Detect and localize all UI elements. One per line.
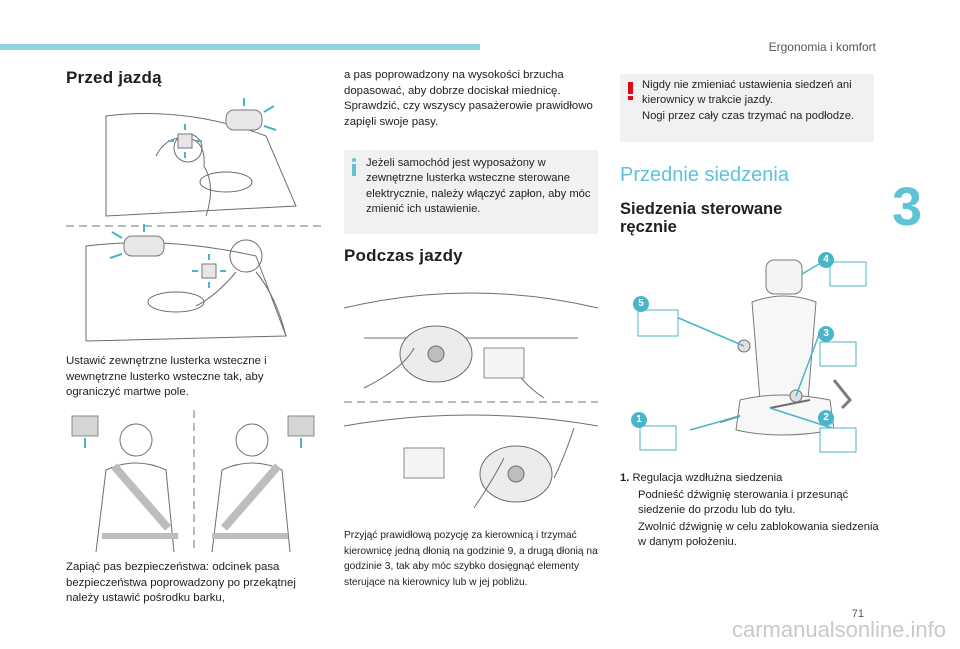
bullet-1-text: Podnieść dźwignię sterowania i przesunąć… bbox=[638, 489, 849, 517]
badge-2: 2 bbox=[818, 410, 834, 426]
regulation-number: 1. bbox=[620, 472, 630, 484]
seatbelt-caption: Zapiąć pas bezpieczeństwa: odcinek pasa … bbox=[66, 561, 296, 604]
mirrors-caption: Ustawić zewnętrzne lusterka wsteczne i w… bbox=[66, 355, 267, 398]
page-number: 71 bbox=[851, 608, 864, 620]
manual-seats-heading: Siedzenia sterowane ręcznie bbox=[620, 200, 783, 236]
chapter-number: 3 bbox=[892, 177, 923, 237]
bullet-2-text: Zwolnić dźwignię w celu zablokowania sie… bbox=[638, 521, 879, 549]
warning-icon bbox=[628, 82, 633, 100]
steering-wheel-illustration bbox=[344, 278, 598, 520]
seat-diagram-illustration bbox=[620, 250, 876, 460]
steering-caption: Przyjąć prawidłową pozycję za kierownicą… bbox=[344, 530, 598, 588]
badge-1: 1 bbox=[631, 412, 647, 428]
seatbelt-continuation: a pas poprowadzony na wysokości brzucha … bbox=[344, 69, 593, 128]
warning-line-2: Nogi przez cały czas trzymać na podłodze… bbox=[642, 109, 855, 122]
front-seats-heading: Przednie siedzenia bbox=[620, 164, 789, 186]
info-note-text: Jeżeli samochód jest wyposażony w zewnęt… bbox=[366, 157, 591, 216]
badge-5: 5 bbox=[633, 296, 649, 312]
section-header: Ergonomia i komfort bbox=[768, 40, 876, 54]
bullet-1: Podnieść dźwignię sterowania i przesunąć… bbox=[620, 488, 880, 519]
regulation-title-text: Regulacja wzdłużna siedzenia bbox=[632, 472, 783, 484]
before-driving-heading: Przed jazdą bbox=[66, 68, 162, 87]
mirror-adjustment-illustration bbox=[66, 96, 322, 346]
warning-line-1: Nigdy nie zmieniać ustawienia siedzeń an… bbox=[642, 79, 852, 107]
info-note: Jeżeli samochód jest wyposażony w zewnęt… bbox=[344, 150, 598, 234]
badge-4: 4 bbox=[818, 252, 834, 268]
warning-note-text: Nigdy nie zmieniać ustawienia siedzeń an… bbox=[642, 78, 870, 124]
badge-3: 3 bbox=[818, 326, 834, 342]
seatbelt-illustration bbox=[66, 410, 322, 552]
bullet-2: Zwolnić dźwignię w celu zablokowania sie… bbox=[620, 520, 880, 551]
while-driving-heading: Podczas jazdy bbox=[344, 246, 463, 265]
warning-note: Nigdy nie zmieniać ustawienia siedzeń an… bbox=[620, 74, 874, 142]
regulation-title: 1. Regulacja wzdłużna siedzenia bbox=[620, 472, 782, 484]
top-rule bbox=[0, 44, 480, 50]
info-icon bbox=[352, 158, 356, 176]
watermark: carmanualsonline.info bbox=[731, 617, 946, 642]
